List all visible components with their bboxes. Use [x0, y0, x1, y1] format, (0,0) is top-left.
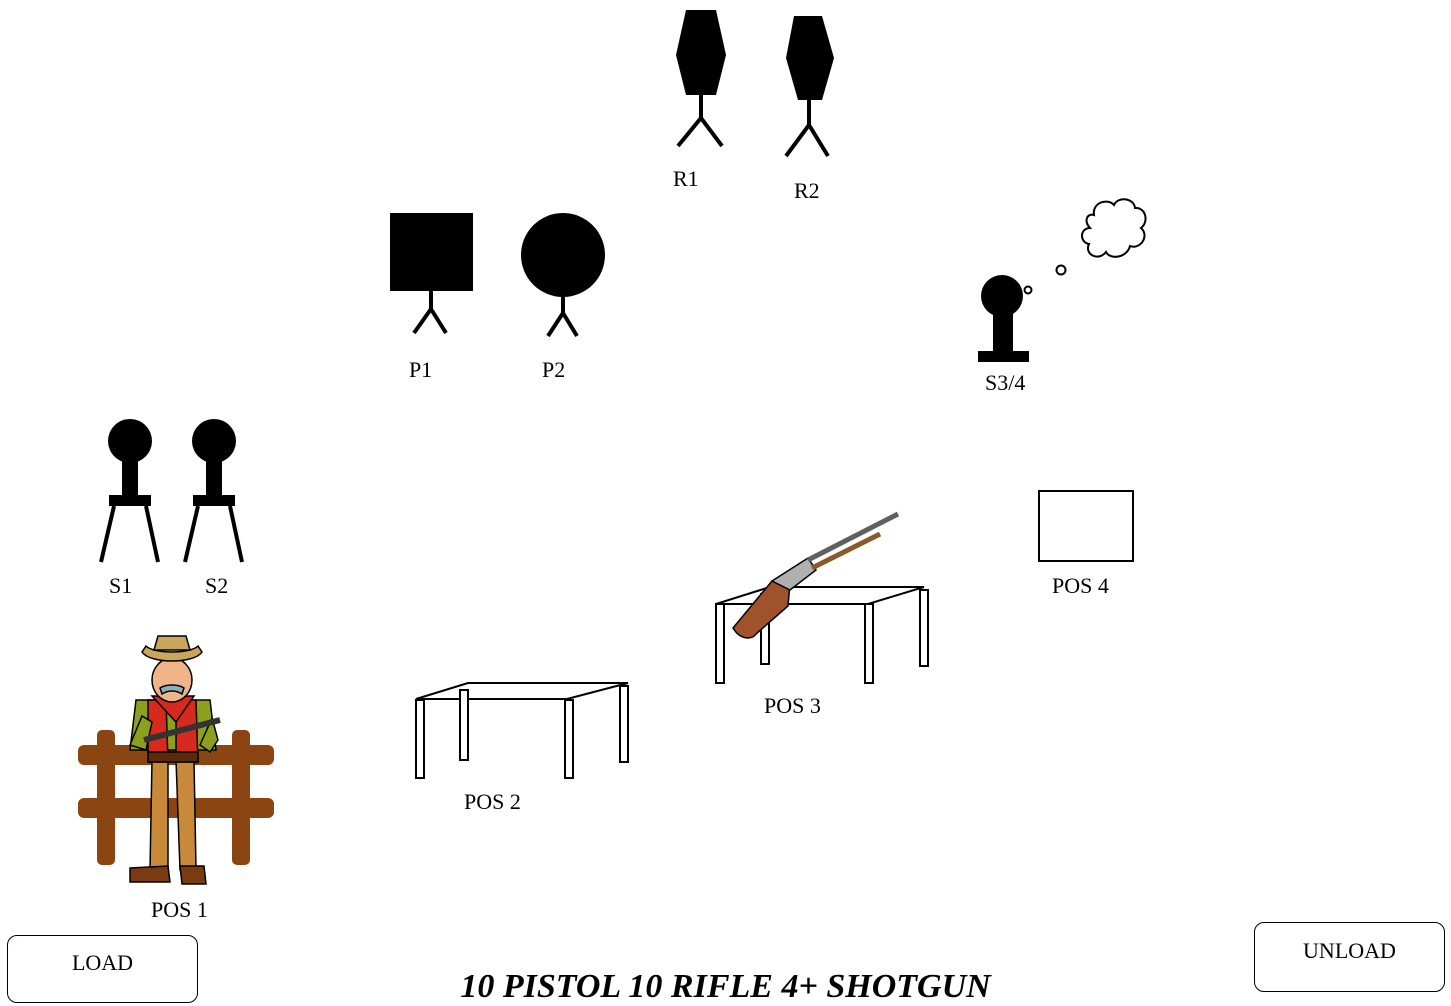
pos4-box [1039, 491, 1133, 561]
label-p1: P1 [409, 358, 432, 382]
unload-button-label: UNLOAD [1303, 938, 1396, 963]
label-pos2: POS 2 [464, 790, 521, 814]
shotgun-target-s34 [978, 275, 1029, 362]
rifle-target-r2 [786, 16, 834, 156]
pos2-table [416, 683, 628, 778]
label-s2: S2 [205, 574, 228, 598]
label-pos1: POS 1 [151, 898, 208, 922]
label-r1: R1 [673, 167, 699, 191]
stage-round-count: 10 PISTOL 10 RIFLE 4+ SHOTGUN [0, 968, 1451, 1006]
thought-cloud-icon [1025, 199, 1146, 293]
pistol-target-p1 [390, 213, 473, 333]
rifle-target-r1 [676, 10, 726, 146]
label-s1: S1 [109, 574, 132, 598]
label-pos3: POS 3 [764, 694, 821, 718]
label-r2: R2 [794, 179, 820, 203]
shotgun-target-s2 [185, 419, 242, 562]
label-pos4: POS 4 [1052, 574, 1109, 598]
pistol-target-p2 [521, 213, 605, 336]
shotgun-target-s1 [101, 419, 158, 562]
label-p2: P2 [542, 358, 565, 382]
label-s34: S3/4 [985, 371, 1025, 395]
